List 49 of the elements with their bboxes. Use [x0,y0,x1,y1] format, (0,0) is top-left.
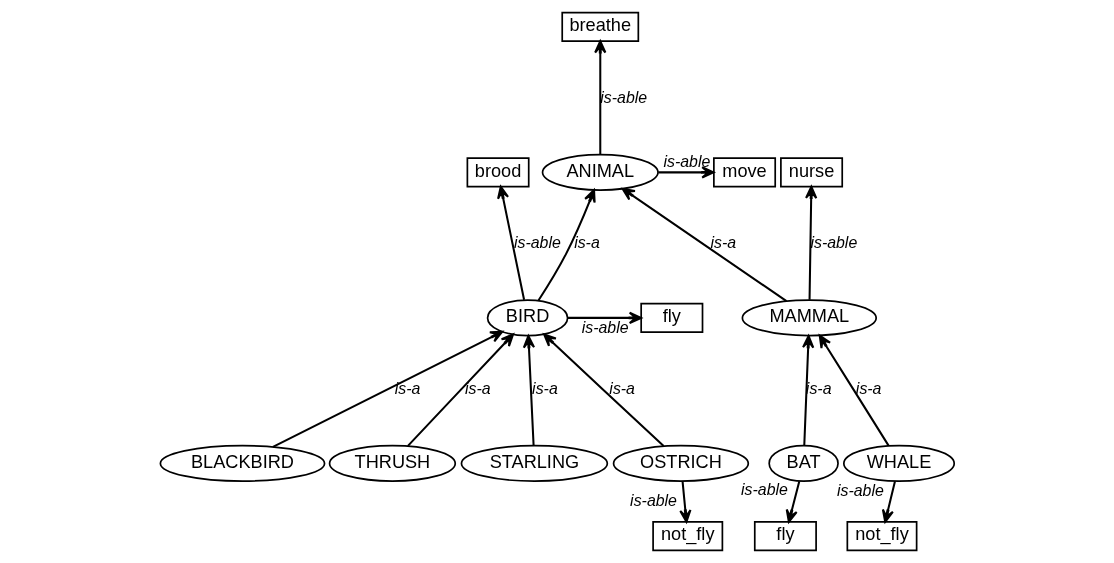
edge-label: is-able [581,318,629,336]
arrow [537,189,596,302]
edge-label: is-a [855,379,881,397]
arrow [406,333,514,447]
node-box: move [712,157,776,188]
node-ellipse: BLACKBIRD [159,444,325,482]
edge-label: is-a [464,379,491,397]
edge-label: is-able [599,88,647,106]
edge-label: is-a [608,379,635,397]
node-ellipse: STARLING [460,444,608,482]
node-box: fly [753,521,817,552]
node-box: brood [466,157,530,188]
node-ellipse: THRUSH [328,444,456,482]
node-box: not_fly [651,521,723,552]
edge-label: is-able [663,152,710,170]
edge-label: is-a [394,379,420,397]
edge-label: is-able [740,481,788,499]
node-ellipse: WHALE [842,444,955,482]
arrow [522,334,535,446]
arrow [881,481,896,523]
arrow [804,185,817,300]
edge-label: is-a [531,379,558,397]
edge-label: is-a [805,379,831,397]
edge-label: is-a [573,234,600,252]
arrow [818,334,890,447]
arrow [593,40,606,155]
edge-label: is-able [513,234,561,252]
arrow [801,334,814,446]
arrow [678,481,691,523]
node-box: breathe [560,11,639,42]
edge-label: is-a [709,234,736,252]
arrow [567,311,642,324]
arrow [657,166,715,179]
node-ellipse: OSTRICH [612,444,749,482]
node-box: not_fly [846,521,917,552]
node-ellipse: BAT [767,444,839,482]
arrow [785,480,800,523]
node-box: nurse [779,157,843,188]
node-ellipse: BIRD [486,299,568,337]
edge-label: is-able [629,491,677,509]
arrow [496,185,525,300]
node-ellipse: MAMMAL [741,299,877,337]
edge-label: is-able [836,481,884,499]
arrow [272,330,503,448]
node-ellipse: ANIMAL [541,153,659,191]
arrow [621,187,787,302]
edge-label: is-able [809,234,857,252]
node-box: fly [639,302,703,333]
arrow [542,333,664,447]
